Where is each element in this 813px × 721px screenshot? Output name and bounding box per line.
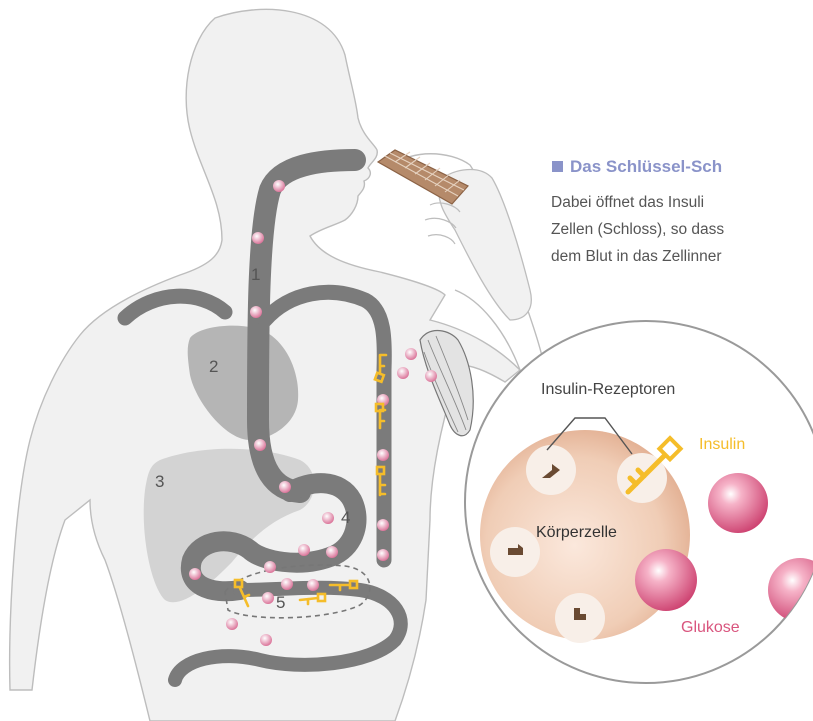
glucose-ball (708, 473, 768, 533)
label-glucose: Glukose (681, 619, 740, 637)
label-number-1: 1 (251, 265, 260, 285)
heading-square-icon (552, 161, 563, 172)
label-number-2: 2 (209, 357, 218, 377)
label-number-4: 4 (341, 508, 350, 528)
paragraph-line-3: dem Blut in das Zellinner (551, 248, 722, 266)
glucose-ball (635, 549, 697, 611)
zoom-circle (465, 321, 813, 683)
label-number-3: 3 (155, 472, 164, 492)
label-body-cell: Körperzelle (536, 524, 617, 542)
label-insulin: Insulin (699, 436, 745, 454)
text-box: Das Schlüssel-Sch Dabei öffnet das Insul… (540, 150, 813, 290)
section-heading: Das Schlüssel-Sch (552, 157, 722, 177)
paragraph-line-2: Zellen (Schloss), so dass (551, 221, 724, 239)
label-number-5: 5 (276, 593, 285, 613)
label-insulin-receptors: Insulin-Rezeptoren (541, 381, 675, 399)
paragraph-line-1: Dabei öffnet das Insuli (551, 194, 704, 212)
heading-text: Das Schlüssel-Sch (570, 157, 722, 176)
